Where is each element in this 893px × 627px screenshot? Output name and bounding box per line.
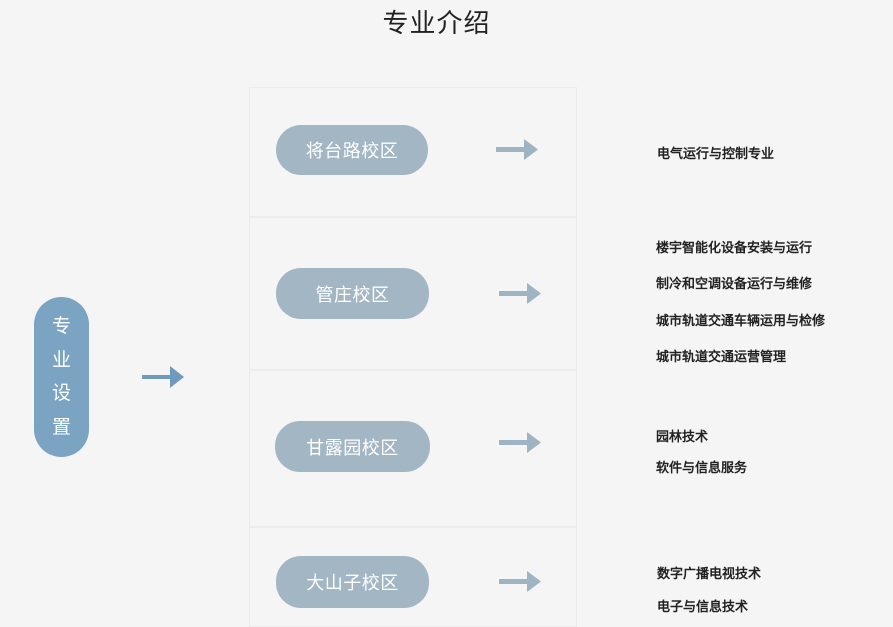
page-title: 专业介绍 — [382, 9, 491, 39]
major-item: 电子与信息技术 — [657, 600, 749, 615]
major-item: 软件与信息服务 — [656, 461, 748, 476]
major-item: 制冷和空调设备运行与维修 — [656, 277, 813, 292]
major-item: 城市轨道交通车辆运用与检修 — [656, 314, 826, 329]
root-node-major-setup: 专 业 设 置 — [34, 297, 89, 457]
arrow-right-icon — [499, 571, 541, 592]
campus-pill-ganluyuan: 甘露园校区 — [275, 421, 430, 472]
campus-pill-guanzhuang: 管庄校区 — [276, 268, 429, 319]
major-item: 楼宇智能化设备安装与运行 — [656, 241, 813, 256]
root-char: 设 — [51, 382, 71, 405]
arrow-right-icon — [499, 283, 541, 304]
arrow-right-icon — [496, 139, 538, 160]
major-item: 园林技术 — [656, 430, 709, 445]
campus-pill-dashanzi: 大山子校区 — [276, 556, 429, 608]
root-char: 业 — [51, 348, 71, 371]
arrow-right-icon — [499, 432, 541, 453]
major-item: 电气运行与控制专业 — [657, 147, 775, 162]
major-item: 数字广播电视技术 — [657, 567, 762, 582]
major-item: 城市轨道交通运营管理 — [656, 350, 787, 365]
campus-pill-jiangtailu: 将台路校区 — [276, 125, 428, 175]
root-char: 置 — [51, 415, 71, 438]
root-char: 专 — [51, 315, 71, 338]
arrow-right-icon — [142, 366, 184, 388]
